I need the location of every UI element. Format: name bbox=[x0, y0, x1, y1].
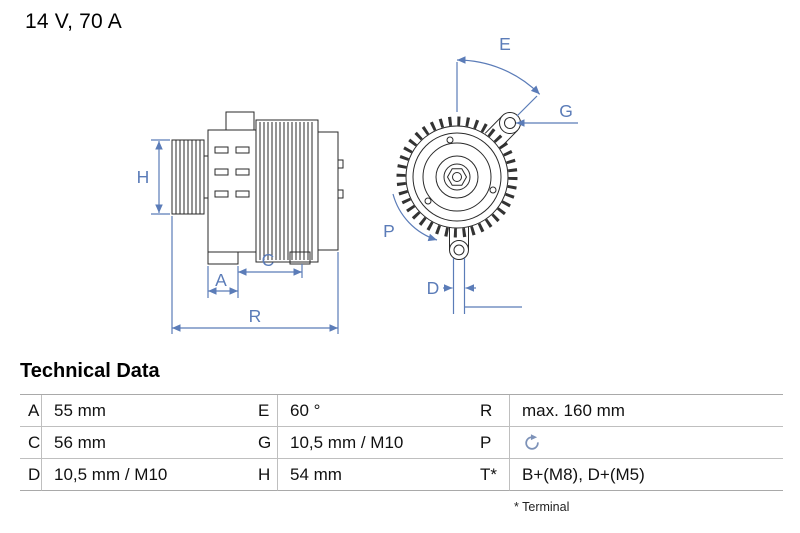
dim-label-P: P bbox=[383, 221, 395, 241]
table-key-cell: D bbox=[20, 459, 42, 491]
dim-label-D: D bbox=[427, 278, 440, 298]
table-value-cell: 60 ° bbox=[278, 395, 472, 427]
dim-label-H: H bbox=[137, 167, 150, 187]
dim-label-E: E bbox=[499, 34, 511, 54]
table-key-cell: C bbox=[20, 427, 42, 459]
dim-label-G: G bbox=[559, 101, 573, 121]
alternator-technical-drawing: H A C R bbox=[137, 34, 578, 334]
dimension-H bbox=[151, 139, 170, 215]
technical-data-table: A 55 mm E 60 ° R max. 160 mm C 56 mm G 1… bbox=[20, 394, 783, 491]
table-key-cell: R bbox=[472, 395, 510, 427]
table-key-cell: H bbox=[250, 459, 278, 491]
table-value-cell: 54 mm bbox=[278, 459, 472, 491]
table-value-cell: 56 mm bbox=[42, 427, 250, 459]
table-key-cell: T* bbox=[472, 459, 510, 491]
dimension-C bbox=[238, 264, 303, 278]
table-key-cell: G bbox=[250, 427, 278, 459]
table-key-cell: E bbox=[250, 395, 278, 427]
dim-label-R: R bbox=[249, 306, 262, 326]
table-value-cell: 10,5 mm / M10 bbox=[278, 427, 472, 459]
alternator-front-view bbox=[396, 112, 521, 260]
table-key-cell: P bbox=[472, 427, 510, 459]
product-spec: 14 V, 70 A bbox=[25, 10, 122, 33]
table-value-cell: max. 160 mm bbox=[510, 395, 783, 427]
rotation-cw-icon bbox=[525, 434, 539, 450]
table-value-cell: 55 mm bbox=[42, 395, 250, 427]
table-title: Technical Data bbox=[20, 360, 160, 382]
table-value-cell: B+(M8), D+(M5) bbox=[510, 459, 783, 491]
rotation-direction-cell bbox=[510, 427, 783, 459]
dimension-P bbox=[392, 193, 438, 242]
dimension-R bbox=[171, 216, 339, 334]
dimension-D bbox=[443, 258, 522, 314]
dim-label-A: A bbox=[215, 270, 227, 290]
table-key-cell: A bbox=[20, 395, 42, 427]
table-value-cell: 10,5 mm / M10 bbox=[42, 459, 250, 491]
dim-label-C: C bbox=[262, 250, 275, 270]
table-footnote: * Terminal bbox=[514, 500, 570, 514]
alternator-side-view bbox=[171, 111, 344, 265]
dimension-E bbox=[456, 56, 541, 117]
